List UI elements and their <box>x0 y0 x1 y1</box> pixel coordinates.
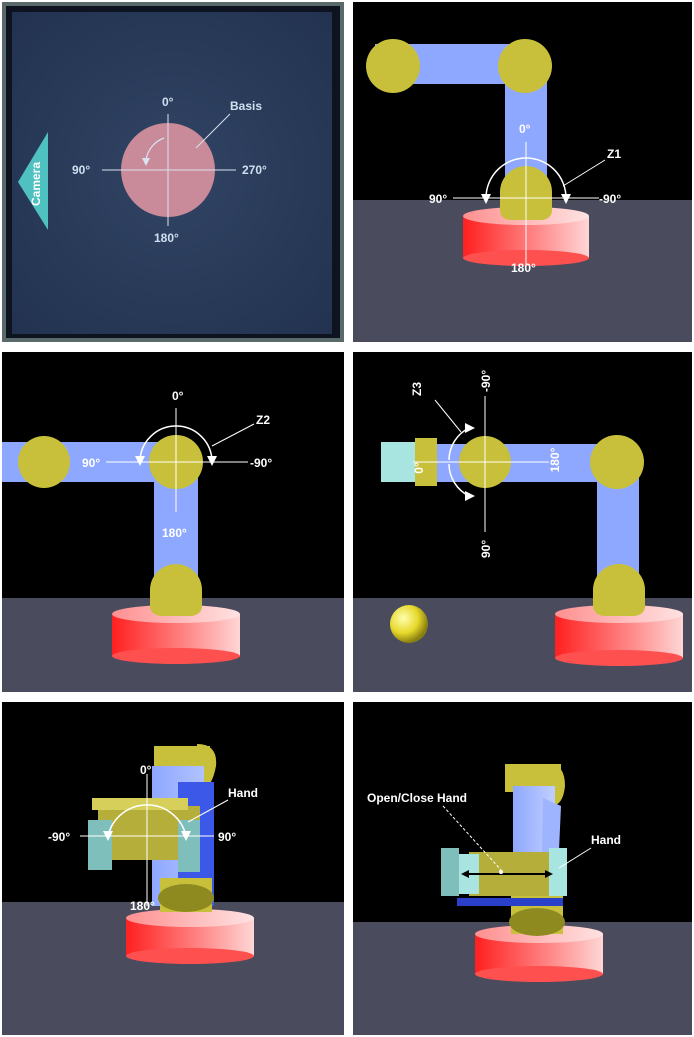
z2-diagram: 0° 90° -90° 180° Z2 <box>2 352 344 692</box>
angle-right-label: -90° <box>250 456 272 470</box>
shoulder-joint <box>18 436 70 488</box>
angle-top-label: 0° <box>162 95 174 109</box>
angle-left-label: 0° <box>412 462 426 474</box>
angle-bottom-label: 180° <box>130 899 155 913</box>
base-joint <box>150 564 202 616</box>
shoulder-joint <box>366 39 420 93</box>
top-view-diagram: Camera 0° 90° 270° 180° Basis <box>2 2 344 342</box>
z1-diagram: 0° 90° -90° 180° Z1 <box>353 2 692 342</box>
target-ball <box>390 605 428 643</box>
angle-right-label: -90° <box>599 192 621 206</box>
panel-top-view: Camera 0° 90° 270° 180° Basis <box>2 2 344 342</box>
panel-open-close-hand: Open/Close Hand Hand <box>353 702 692 1035</box>
angle-left-label: 90° <box>82 456 100 470</box>
elbow-joint <box>590 435 644 489</box>
camera-label: Camera <box>29 162 43 206</box>
angle-top-label: 0° <box>172 389 184 403</box>
angle-top-label: 0° <box>140 763 152 777</box>
elbow-joint <box>498 39 552 93</box>
basis-pointer <box>195 113 231 149</box>
panel-z3: -90° 0° 180° 90° Z3 <box>353 352 692 692</box>
angle-top-label: 0° <box>519 122 531 136</box>
angle-right-label: 180° <box>548 447 562 472</box>
joint-z3-label: Z3 <box>410 382 424 396</box>
rotation-arrow-icon <box>145 137 165 161</box>
open-close-pointer <box>442 805 502 871</box>
panel-z1: 0° 90° -90° 180° Z1 <box>353 2 692 342</box>
angle-right-label: 90° <box>218 830 236 844</box>
angle-bottom-label: 180° <box>162 526 187 540</box>
angle-left-label: -90° <box>48 830 70 844</box>
panel-hand-rotation: 0° -90° 90° 180° Hand <box>2 702 344 1035</box>
joint-z1-label: Z1 <box>607 147 621 161</box>
angle-right-label: 270° <box>242 163 267 177</box>
hand-label: Hand <box>228 786 258 800</box>
angle-top-label: -90° <box>479 370 493 392</box>
hand-pointer <box>558 847 592 869</box>
angle-bottom-label: 180° <box>154 231 179 245</box>
angle-bottom-label: 90° <box>479 540 493 558</box>
base-joint <box>593 564 645 616</box>
z3-diagram: -90° 0° 180° 90° Z3 <box>353 352 692 692</box>
camera-shape <box>18 132 48 230</box>
open-close-hand-diagram: Open/Close Hand Hand <box>353 702 692 1035</box>
basis-label: Basis <box>230 99 262 113</box>
joint-z2-label: Z2 <box>256 413 270 427</box>
angle-left-label: 90° <box>72 163 90 177</box>
hand-rotation-diagram: 0° -90° 90° 180° Hand <box>2 702 344 1035</box>
angle-bottom-label: 180° <box>511 261 536 275</box>
angle-left-label: 90° <box>429 192 447 206</box>
open-close-label: Open/Close Hand <box>367 791 467 805</box>
panel-z2: 0° 90° -90° 180° Z2 <box>2 352 344 692</box>
hand-label: Hand <box>591 833 621 847</box>
